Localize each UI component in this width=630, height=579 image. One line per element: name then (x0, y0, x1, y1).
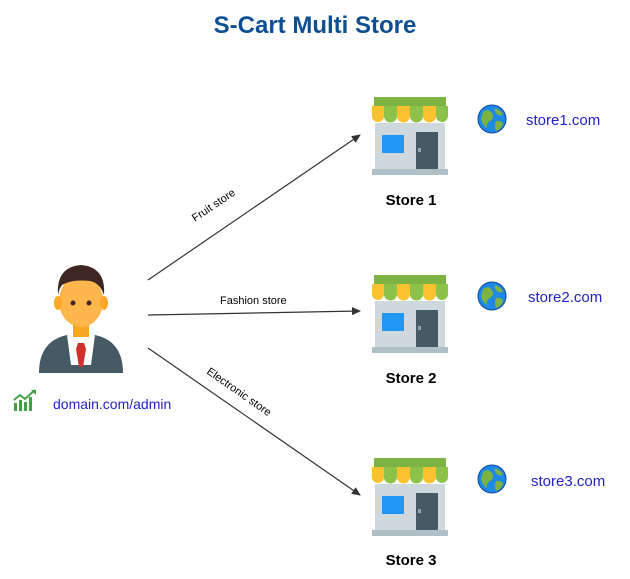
person-icon (39, 265, 123, 373)
store-label-1: Store 1 (385, 192, 437, 209)
edge-arrow-store1 (147, 134, 361, 281)
page-title: S-Cart Multi Store (213, 12, 417, 39)
store2-domain-link[interactable]: store2.com (528, 289, 603, 306)
store-icon (372, 458, 448, 536)
store-icon (372, 97, 448, 175)
chart-icon (13, 389, 36, 411)
admin-url-link[interactable]: domain.com/admin (53, 396, 172, 412)
edge-label-store2: Fashion store (220, 295, 287, 307)
edge-arrow-store3 (147, 347, 361, 496)
store1-domain-link[interactable]: store1.com (526, 112, 601, 129)
store-label-3: Store 3 (385, 552, 437, 569)
store3-domain-link[interactable]: store3.com (531, 473, 606, 490)
store-icon (372, 275, 448, 353)
store-label-2: Store 2 (385, 370, 437, 387)
globe-icon (477, 464, 507, 494)
edge-arrow-store2 (147, 307, 361, 316)
edge-label-store1: Fruit store (190, 187, 238, 225)
globe-icon (477, 281, 507, 311)
globe-icon (477, 104, 507, 134)
